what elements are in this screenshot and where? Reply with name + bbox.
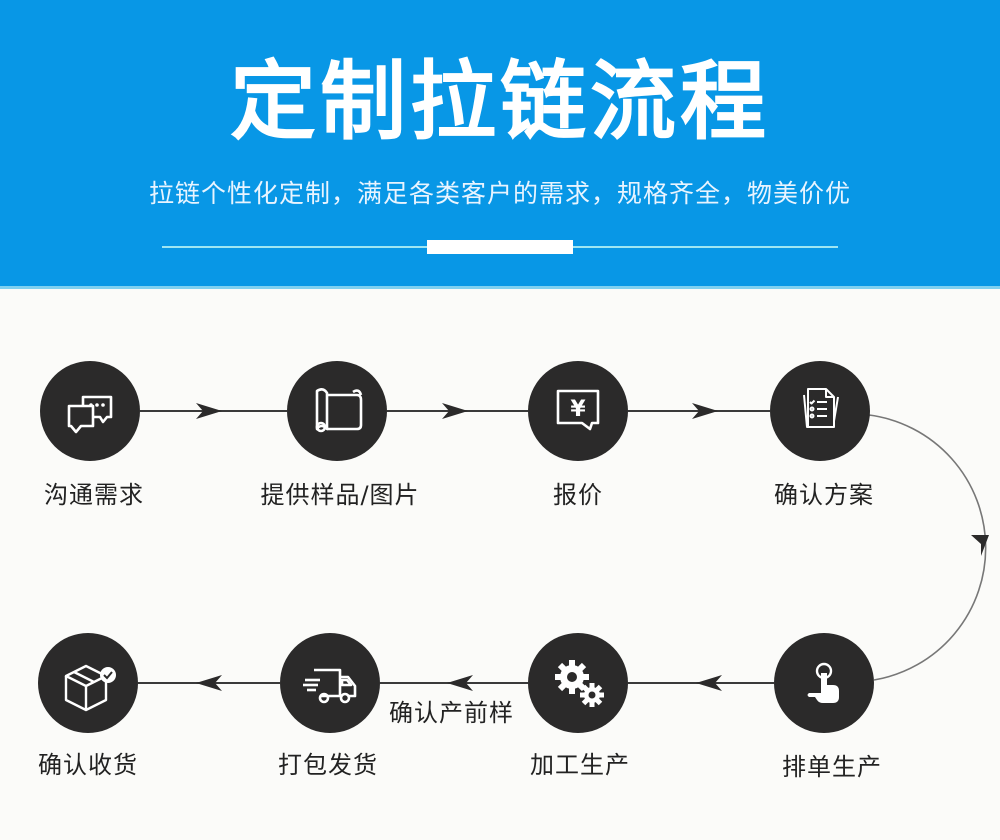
page-subtitle: 拉链个性化定制，满足各类客户的需求，规格齐全，物美价优 xyxy=(148,179,851,208)
connector-4-5-curve xyxy=(868,414,987,681)
step-label-communicate: 沟通需求 xyxy=(44,481,144,509)
step-node-schedule xyxy=(774,633,874,733)
hand-tap-icon xyxy=(807,662,839,703)
gears-icon xyxy=(555,660,604,707)
delivery-truck-icon xyxy=(303,668,357,704)
scroll-blueprint-icon xyxy=(315,388,363,433)
step-node-ship xyxy=(280,633,380,733)
step-node-sample xyxy=(287,361,387,461)
arrow-right-icon xyxy=(692,403,718,419)
step-node-manufacture xyxy=(528,633,628,733)
step-label-sample: 提供样品/图片 xyxy=(260,481,420,509)
step-label-receive: 确认收货 xyxy=(38,751,138,779)
step-node-communicate xyxy=(40,361,140,461)
step-label-ship: 打包发货 xyxy=(278,751,378,779)
arrow-right-icon xyxy=(442,403,468,419)
step-label-schedule: 排单生产 xyxy=(782,753,882,781)
document-checklist-icon xyxy=(803,388,839,428)
arrow-down-icon xyxy=(971,535,989,556)
arrow-left-icon xyxy=(696,675,722,691)
svg-text:¥: ¥ xyxy=(570,397,586,422)
header-divider-bar xyxy=(427,240,573,254)
arrow-left-icon xyxy=(196,675,222,691)
arrow-left-icon xyxy=(447,675,473,691)
page-title: 定制拉链流程 xyxy=(230,52,770,152)
chat-bubbles-icon xyxy=(67,395,113,434)
step-label-confirm-plan: 确认方案 xyxy=(774,481,874,509)
header-banner: 定制拉链流程 拉链个性化定制，满足各类客户的需求，规格齐全，物美价优 xyxy=(0,0,1000,288)
box-check-icon xyxy=(64,664,116,712)
step-label-quote: 报价 xyxy=(553,481,603,509)
step-node-confirm-plan xyxy=(770,361,870,461)
arrow-right-icon xyxy=(196,403,222,419)
yen-quote-icon: ¥ xyxy=(556,389,600,431)
step-node-receive xyxy=(38,633,138,733)
header-bottom-edge xyxy=(0,286,1000,289)
step-node-quote: ¥ xyxy=(528,361,628,461)
step-label-manufacture: 加工生产 xyxy=(530,751,630,779)
edge-label-confirm-preproduction-sample: 确认产前样 xyxy=(389,699,514,727)
